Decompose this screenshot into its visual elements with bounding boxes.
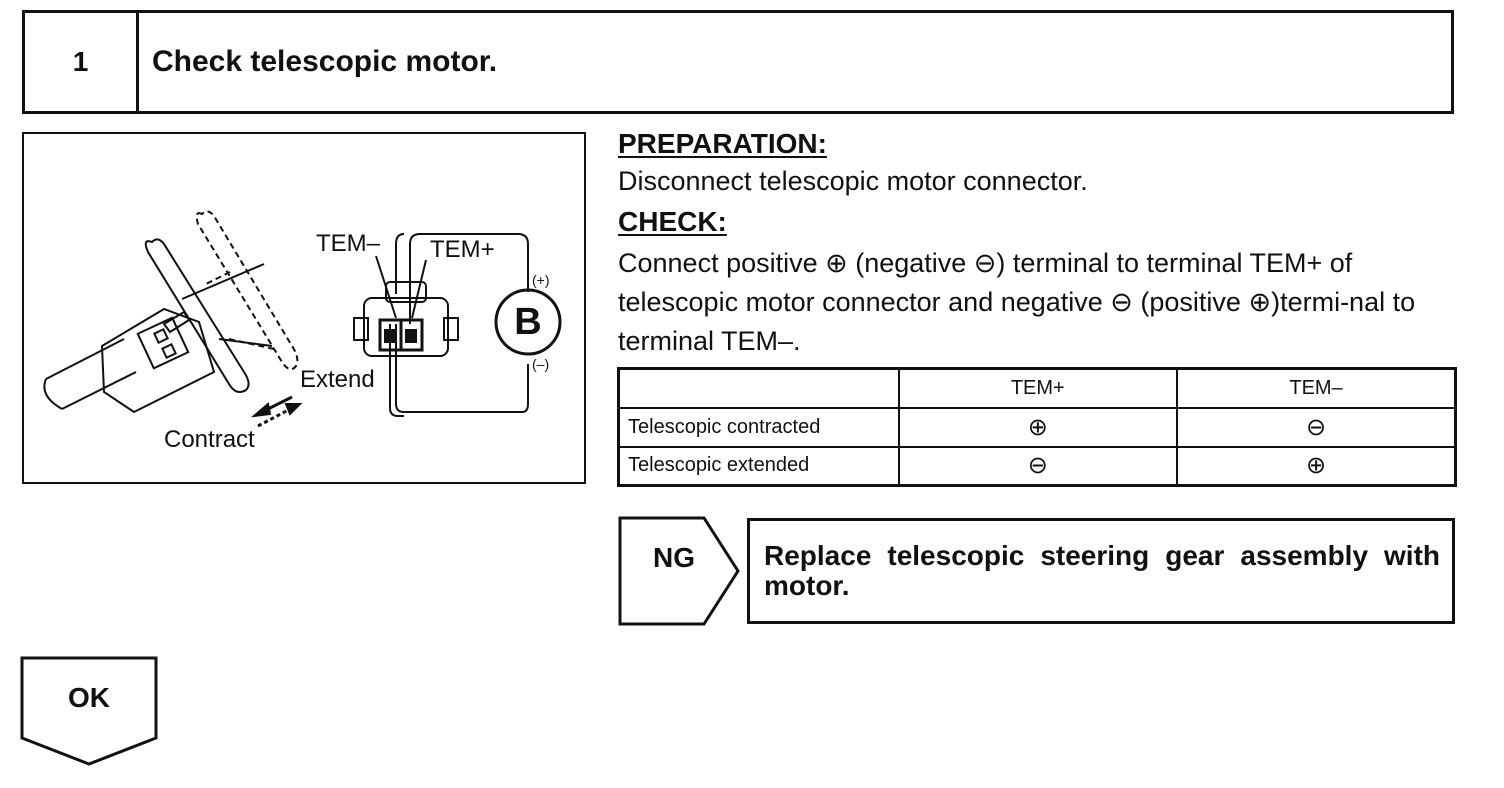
table-row: Telescopic contracted ⊕ ⊖ [617, 406, 1457, 448]
tem-plus-label: TEM+ [430, 236, 495, 263]
ng-action-text: Replace telescopic steering gear assembl… [764, 540, 1440, 601]
telescopic-motor-diagram: TEM– TEM+ B (+) (–) Extend Contract [22, 132, 586, 484]
extend-label: Extend [300, 366, 375, 393]
table-row: Telescopic extended ⊖ ⊕ [617, 445, 1457, 487]
table-header-cell [617, 367, 900, 409]
tem-minus-label: TEM– [316, 230, 381, 257]
table-cell: ⊕ [897, 406, 1179, 448]
check-text: Connect positive ⊕ (negative ⊖) terminal… [618, 248, 1416, 356]
preparation-heading: PREPARATION: [618, 128, 827, 159]
battery-positive-label: (+) [532, 272, 550, 288]
table-header-cell: TEM+ [897, 367, 1179, 409]
wiring-illustration [43, 210, 562, 428]
table-header-row: TEM+ TEM– [617, 367, 1457, 409]
table-cell: Telescopic extended [617, 445, 900, 487]
step-number: 1 [25, 13, 139, 111]
terminal-connection-table: TEM+ TEM– Telescopic contracted ⊕ ⊖ Tele… [617, 367, 1457, 487]
battery-negative-label: (–) [532, 356, 550, 372]
table-cell: ⊖ [897, 445, 1179, 487]
step-title: Check telescopic motor. [152, 45, 498, 78]
table-cell: ⊕ [1176, 445, 1457, 487]
preparation-text: Disconnect telescopic motor connector. [618, 166, 1088, 196]
table-cell: ⊖ [1176, 406, 1457, 448]
ng-label: NG [653, 542, 695, 573]
contract-label: Contract [164, 426, 255, 453]
table-cell: Telescopic contracted [617, 406, 900, 448]
check-heading: CHECK: [618, 206, 727, 237]
table-header-cell: TEM– [1176, 367, 1457, 409]
step-header: 1 Check telescopic motor. [22, 10, 1454, 114]
battery-symbol: B [514, 300, 542, 343]
ok-label: OK [68, 682, 110, 713]
ng-action-box: Replace telescopic steering gear assembl… [747, 518, 1455, 624]
